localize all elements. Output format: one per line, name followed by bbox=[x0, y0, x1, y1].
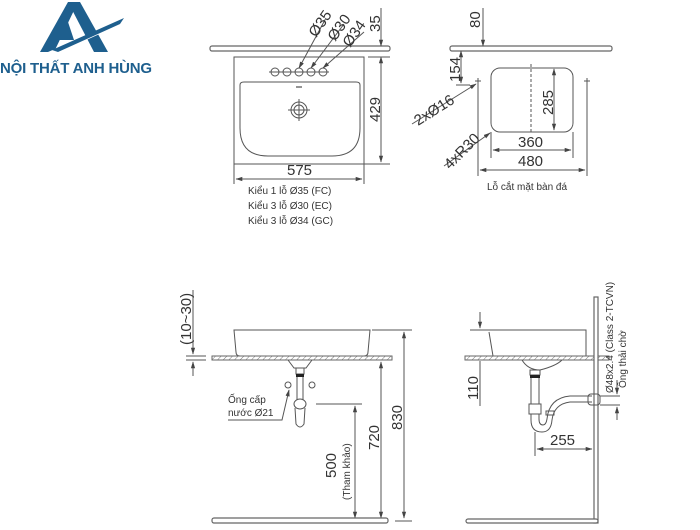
dim-total-height-830: 830 bbox=[389, 405, 406, 430]
dim-depth-429: 429 bbox=[367, 97, 384, 122]
dim-top-35: 35 bbox=[367, 15, 384, 32]
cutout-caption: Lỗ cắt mặt bàn đá bbox=[487, 180, 567, 193]
dim-width-575: 575 bbox=[287, 162, 312, 179]
side-wall bbox=[593, 296, 599, 524]
side-floor bbox=[465, 518, 599, 524]
cutout-view: 80 154 285 2xØ16 4xR30 360 480 Lỗ cắt bbox=[411, 8, 613, 193]
faucet-holes bbox=[269, 67, 329, 77]
supply-label-1: Ống cấp bbox=[228, 392, 266, 406]
dim-rim: (10~30) bbox=[178, 293, 195, 345]
side-view: 110 Ø48x2.4 (Class 2-TCVN) Ống thải chờ … bbox=[464, 282, 629, 524]
radius-label: 4xR30 bbox=[441, 130, 484, 173]
dim-inner-width-360: 360 bbox=[518, 134, 543, 151]
front-view: (10~30) Ống cấp nước Ø21 500 (Tham khảo)… bbox=[178, 290, 412, 524]
supply-label-2: nước Ø21 bbox=[228, 408, 274, 419]
drain-icon bbox=[288, 99, 310, 121]
mounting-hole-left-icon bbox=[475, 78, 481, 84]
variant-3: Kiểu 3 lỗ Ø34 (GC) bbox=[248, 214, 333, 227]
drain-label-2: Ống thải chờ bbox=[615, 330, 629, 388]
basin-outline bbox=[233, 56, 365, 165]
top-view: Ø35 Ø30 Ø34 35 429 575 Kiểu 1 lỗ Ø35 (FC… bbox=[209, 7, 391, 227]
front-countertop bbox=[211, 355, 393, 361]
dim-outer-width-480: 480 bbox=[518, 153, 543, 170]
variant-2: Kiểu 3 lỗ Ø30 (EC) bbox=[248, 199, 332, 212]
dim-supply-height-500: 500 bbox=[323, 453, 340, 478]
mounting-hole-right-icon bbox=[584, 78, 590, 84]
dim-cutout-80: 80 bbox=[467, 11, 484, 28]
dim-trap-offset-255: 255 bbox=[550, 432, 575, 449]
supply-valve-left-icon bbox=[284, 381, 292, 389]
basin-bowl bbox=[239, 81, 361, 157]
dim-inner-height-285: 285 bbox=[540, 90, 557, 115]
drain-label-1: Ø48x2.4 (Class 2-TCVN) bbox=[605, 282, 616, 393]
variant-1: Kiểu 1 lỗ Ø35 (FC) bbox=[248, 184, 331, 197]
countertop-edge bbox=[209, 45, 391, 52]
brand-name: NỘI THẤT ANH HÙNG bbox=[0, 60, 152, 77]
cutout-rect bbox=[490, 67, 574, 133]
logo-mark-icon bbox=[40, 2, 126, 52]
dim-offset-154: 154 bbox=[447, 57, 464, 82]
supply-valve-right-icon bbox=[308, 381, 316, 389]
side-countertop bbox=[464, 355, 610, 361]
dim-basin-height-110: 110 bbox=[465, 376, 482, 400]
holes-label: 2xØ16 bbox=[411, 92, 457, 130]
dim-supply-note: (Tham khảo) bbox=[342, 443, 353, 500]
brand-logo: NỘI THẤT ANH HÙNG bbox=[0, 0, 200, 90]
dim-counter-height-720: 720 bbox=[366, 425, 383, 450]
front-basin bbox=[233, 329, 371, 357]
cutout-countertop-edge bbox=[449, 45, 613, 52]
front-floor bbox=[211, 517, 389, 524]
